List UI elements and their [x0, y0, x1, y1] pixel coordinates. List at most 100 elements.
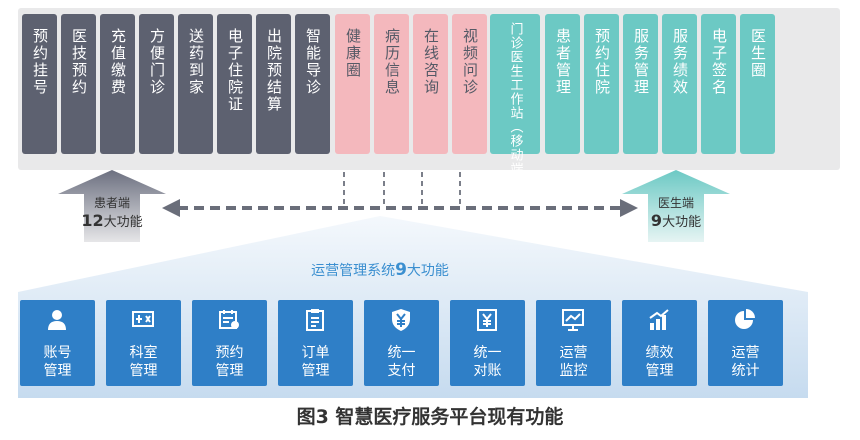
function-card-14: 患者管理: [545, 14, 580, 154]
ops-card-line2: 对账: [473, 363, 502, 379]
patient-end-arrow: [58, 170, 166, 242]
patient-end-label: 患者端 12大功能: [72, 196, 152, 231]
ops-card-3: 预约管理: [192, 300, 267, 386]
function-card-18: 电子签名: [701, 14, 736, 154]
doctor-end-label: 医生端 9大功能: [636, 196, 716, 231]
function-card-8: 智能导诊: [295, 14, 330, 154]
client-function-cards: 预约挂号 医技预约 充值缴费 方便门诊 送药到家 电子住院证 出院预结算 智能导诊 健康圈 病历信…: [22, 14, 822, 252]
ops-card-line2: 管理: [129, 363, 158, 379]
function-card-label: 视频问诊: [461, 28, 479, 96]
function-card-1: 预约挂号: [22, 14, 57, 154]
function-card-10: 病历信息: [374, 14, 409, 154]
bar-chart-icon: [649, 309, 669, 330]
ops-card-label: 统一支付: [364, 344, 439, 380]
ops-card-line2: 支付: [387, 363, 416, 379]
function-card-3: 充值缴费: [100, 14, 135, 154]
department-icon: [132, 311, 154, 327]
function-card-16: 服务管理: [623, 14, 658, 154]
ops-card-line1: 科室: [129, 345, 158, 361]
function-card-label: 智能导诊: [304, 28, 322, 96]
ops-card-line1: 账号: [43, 345, 72, 361]
ops-card-label: 账号管理: [20, 344, 95, 380]
ops-card-line2: 监控: [559, 363, 588, 379]
ops-card-line2: 管理: [645, 363, 674, 379]
doctor-end-suffix: 大功能: [662, 215, 702, 230]
ops-card-5: 统一支付: [364, 300, 439, 386]
function-card-4: 方便门诊: [139, 14, 174, 154]
function-card-label: 电子签名: [710, 28, 728, 96]
function-card-5: 送药到家: [178, 14, 213, 154]
function-card-12: 视频问诊: [452, 14, 487, 154]
function-card-label: 出院预结算: [265, 28, 283, 113]
ops-card-9: 运营统计: [708, 300, 783, 386]
function-card-7: 出院预结算: [256, 14, 291, 154]
ops-card-label: 运营监控: [536, 344, 611, 380]
function-card-19: 医生圈: [740, 14, 775, 154]
function-card-label: 充值缴费: [109, 28, 127, 96]
shared-connectors: [343, 172, 461, 206]
ops-card-line1: 绩效: [645, 345, 674, 361]
function-card-15: 预约住院: [584, 14, 619, 154]
pie-chart-icon: [735, 309, 755, 329]
function-card-9: 健康圈: [335, 14, 370, 154]
function-card-label: 服务绩效: [671, 28, 689, 96]
patient-end-name: 患者端: [93, 196, 130, 210]
function-card-17: 服务绩效: [662, 14, 697, 154]
ops-card-1: 账号管理: [20, 300, 95, 386]
function-card-label: 服务管理: [632, 28, 650, 96]
function-card-label: 送药到家: [187, 28, 205, 96]
ops-card-line1: 运营: [731, 345, 760, 361]
ops-card-line2: 管理: [215, 363, 244, 379]
ops-system-title: 运营管理系统9大功能: [240, 260, 520, 280]
ops-title-prefix: 运营管理系统: [311, 263, 396, 279]
function-card-label: 医生圈: [749, 28, 767, 79]
monitor-chart-icon: [562, 309, 584, 331]
doctor-end-arrow: [622, 170, 730, 242]
yen-ledger-icon: [477, 309, 497, 331]
ops-card-label: 统一对账: [450, 344, 525, 380]
function-card-label: 在线咨询: [422, 28, 440, 96]
ops-card-label: 预约管理: [192, 344, 267, 380]
function-card-label: 电子住院证: [226, 28, 244, 113]
doctor-end-count: 9: [650, 211, 663, 230]
function-card-11: 在线咨询: [413, 14, 448, 154]
ops-title-suffix: 大功能: [406, 263, 449, 279]
ops-card-4: 订单管理: [278, 300, 353, 386]
patient-end-count: 12: [81, 211, 104, 230]
function-card-label: 患者管理: [554, 28, 572, 96]
yen-shield-icon: [392, 309, 410, 331]
ops-card-6: 统一对账: [450, 300, 525, 386]
function-card-label: 医技预约: [70, 28, 88, 96]
ops-card-7: 运营监控: [536, 300, 611, 386]
clipboard-icon: [306, 309, 324, 331]
person-icon: [48, 310, 66, 330]
ops-card-line2: 管理: [301, 363, 330, 379]
ops-card-8: 绩效管理: [622, 300, 697, 386]
function-card-2: 医技预约: [61, 14, 96, 154]
figure-caption: 图3 智慧医疗服务平台现有功能: [296, 406, 564, 428]
function-card-label: 病历信息: [383, 28, 401, 96]
ops-card-2: 科室管理: [106, 300, 181, 386]
ops-card-label: 运营统计: [708, 344, 783, 380]
patient-end-suffix: 大功能: [103, 215, 143, 230]
ops-card-label: 科室管理: [106, 344, 181, 380]
calendar-check-icon: [219, 310, 239, 329]
function-card-label: 预约住院: [593, 28, 611, 96]
ops-card-line2: 管理: [43, 363, 72, 379]
ops-card-label: 订单管理: [278, 344, 353, 380]
ops-function-cards: 账号管理科室管理预约管理订单管理统一支付统一对账运营监控绩效管理运营统计: [20, 300, 800, 390]
bidirectional-dashed-arrow: [162, 199, 638, 217]
ops-card-label: 绩效管理: [622, 344, 697, 380]
ops-card-line1: 订单: [301, 345, 330, 361]
ops-card-line2: 统计: [731, 363, 760, 379]
function-card-label: 预约挂号: [31, 28, 49, 96]
ops-title-count: 9: [395, 260, 407, 280]
function-card-label: 方便门诊: [148, 28, 166, 96]
ops-card-line1: 预约: [215, 345, 244, 361]
function-card-6: 电子住院证: [217, 14, 252, 154]
doctor-end-name: 医生端: [657, 196, 694, 210]
function-card-label: 健康圈: [344, 28, 362, 79]
ops-card-line1: 统一: [473, 345, 502, 361]
ops-card-line1: 运营: [559, 345, 588, 361]
ops-card-line1: 统一: [387, 345, 416, 361]
